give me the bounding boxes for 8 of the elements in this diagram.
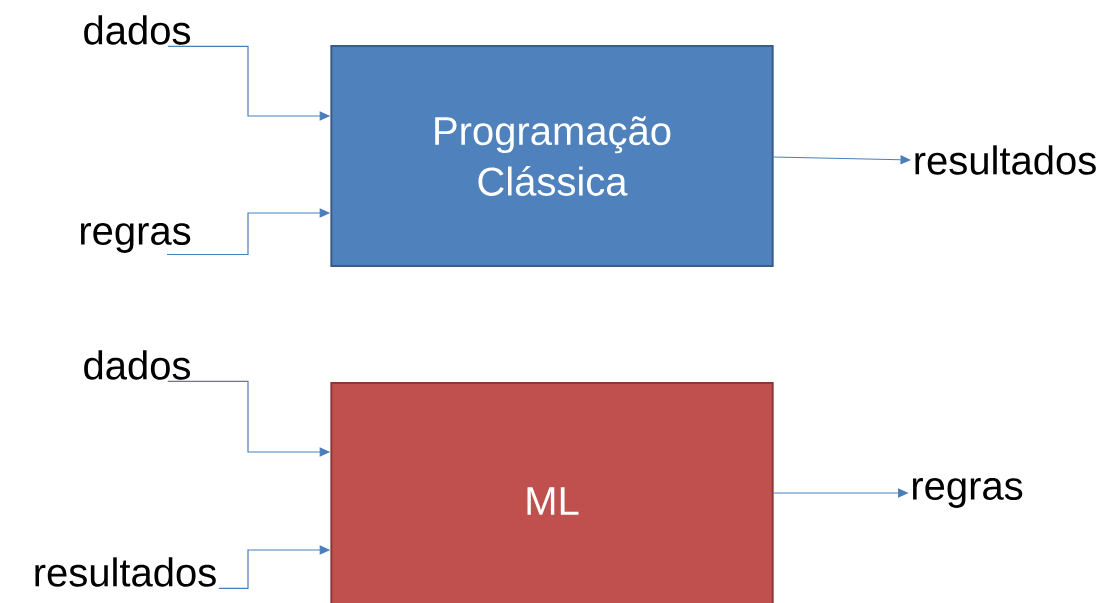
text-label: resultados [915, 145, 1096, 175]
text-label: resultados [35, 557, 216, 587]
process-box: ML [330, 382, 774, 603]
text-label: dados [84, 350, 190, 380]
text-label: regras [80, 223, 191, 253]
process-box: Programação Clássica [330, 45, 774, 267]
text-label: regras [913, 478, 1023, 508]
text-label: dados [84, 15, 190, 45]
